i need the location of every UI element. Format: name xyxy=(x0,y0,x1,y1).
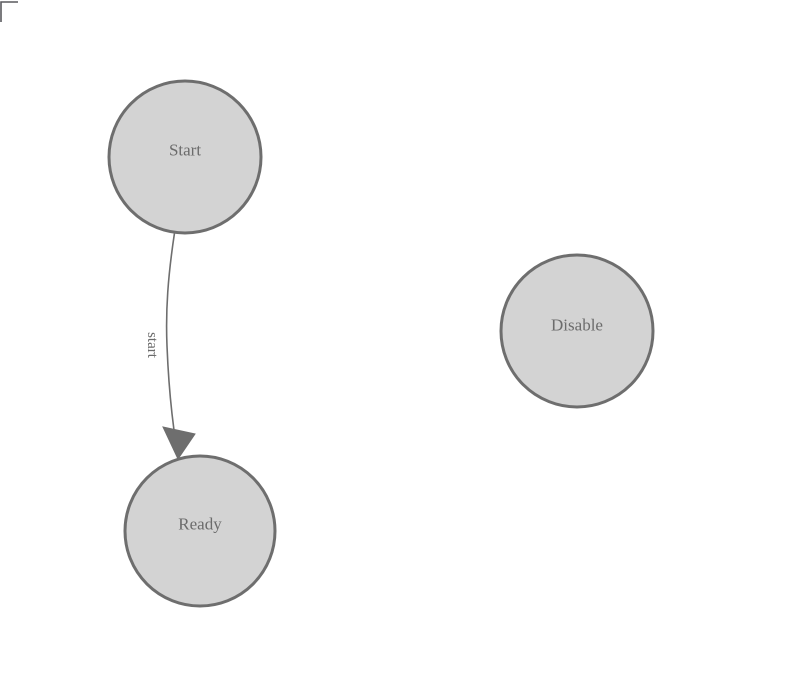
node-ready-circle[interactable] xyxy=(123,454,277,608)
node-disable-circle[interactable] xyxy=(499,253,655,409)
edge-label-start: start xyxy=(144,332,160,359)
node-disable-label: Disable xyxy=(551,316,603,335)
edge-arrowhead-icon xyxy=(162,426,196,461)
node-ready-label: Ready xyxy=(178,515,222,534)
node-start-circle[interactable] xyxy=(107,79,263,235)
edge-start-to-ready[interactable]: start xyxy=(144,232,196,461)
node-start-label: Start xyxy=(169,141,201,160)
node-ready[interactable]: Ready xyxy=(123,454,277,608)
viewport-corner-mark-icon xyxy=(0,1,18,22)
node-disable[interactable]: Disable xyxy=(499,253,655,409)
node-start[interactable]: Start xyxy=(107,79,263,235)
edge-path xyxy=(165,232,177,445)
